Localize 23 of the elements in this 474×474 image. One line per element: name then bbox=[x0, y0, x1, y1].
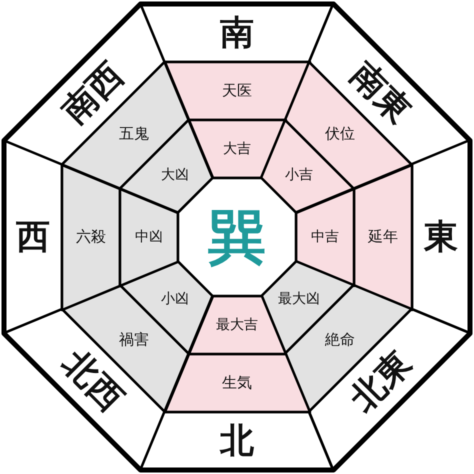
sector-label: 中吉 bbox=[311, 230, 339, 244]
sector-label: 生気 bbox=[222, 376, 252, 390]
direction-label: 北西 bbox=[56, 345, 129, 418]
sector-label: 大凶 bbox=[160, 168, 189, 182]
sector-label: 天医 bbox=[222, 84, 252, 98]
sector-label: 大吉 bbox=[222, 142, 251, 156]
sector-label: 最大吉 bbox=[216, 318, 258, 332]
sector-label: 延年 bbox=[368, 229, 398, 244]
sector-label: 伏位 bbox=[325, 126, 356, 142]
direction-label: 北東 bbox=[345, 345, 418, 418]
direction-label: 南 bbox=[220, 16, 254, 50]
sector-label: 中凶 bbox=[135, 230, 163, 244]
sector-label: 小吉 bbox=[285, 168, 314, 182]
sector-label: 小凶 bbox=[160, 292, 189, 306]
sector-label: 禍害 bbox=[118, 332, 149, 348]
sector-label: 最大凶 bbox=[278, 292, 320, 306]
sector-label: 六殺 bbox=[76, 229, 106, 244]
direction-label: 西 bbox=[16, 220, 50, 254]
direction-label: 東 bbox=[424, 220, 458, 254]
center-label: 巽 bbox=[208, 208, 266, 266]
sector-label: 絶命 bbox=[325, 332, 356, 348]
sector-label: 五鬼 bbox=[118, 126, 149, 142]
direction-label: 北 bbox=[220, 424, 254, 458]
